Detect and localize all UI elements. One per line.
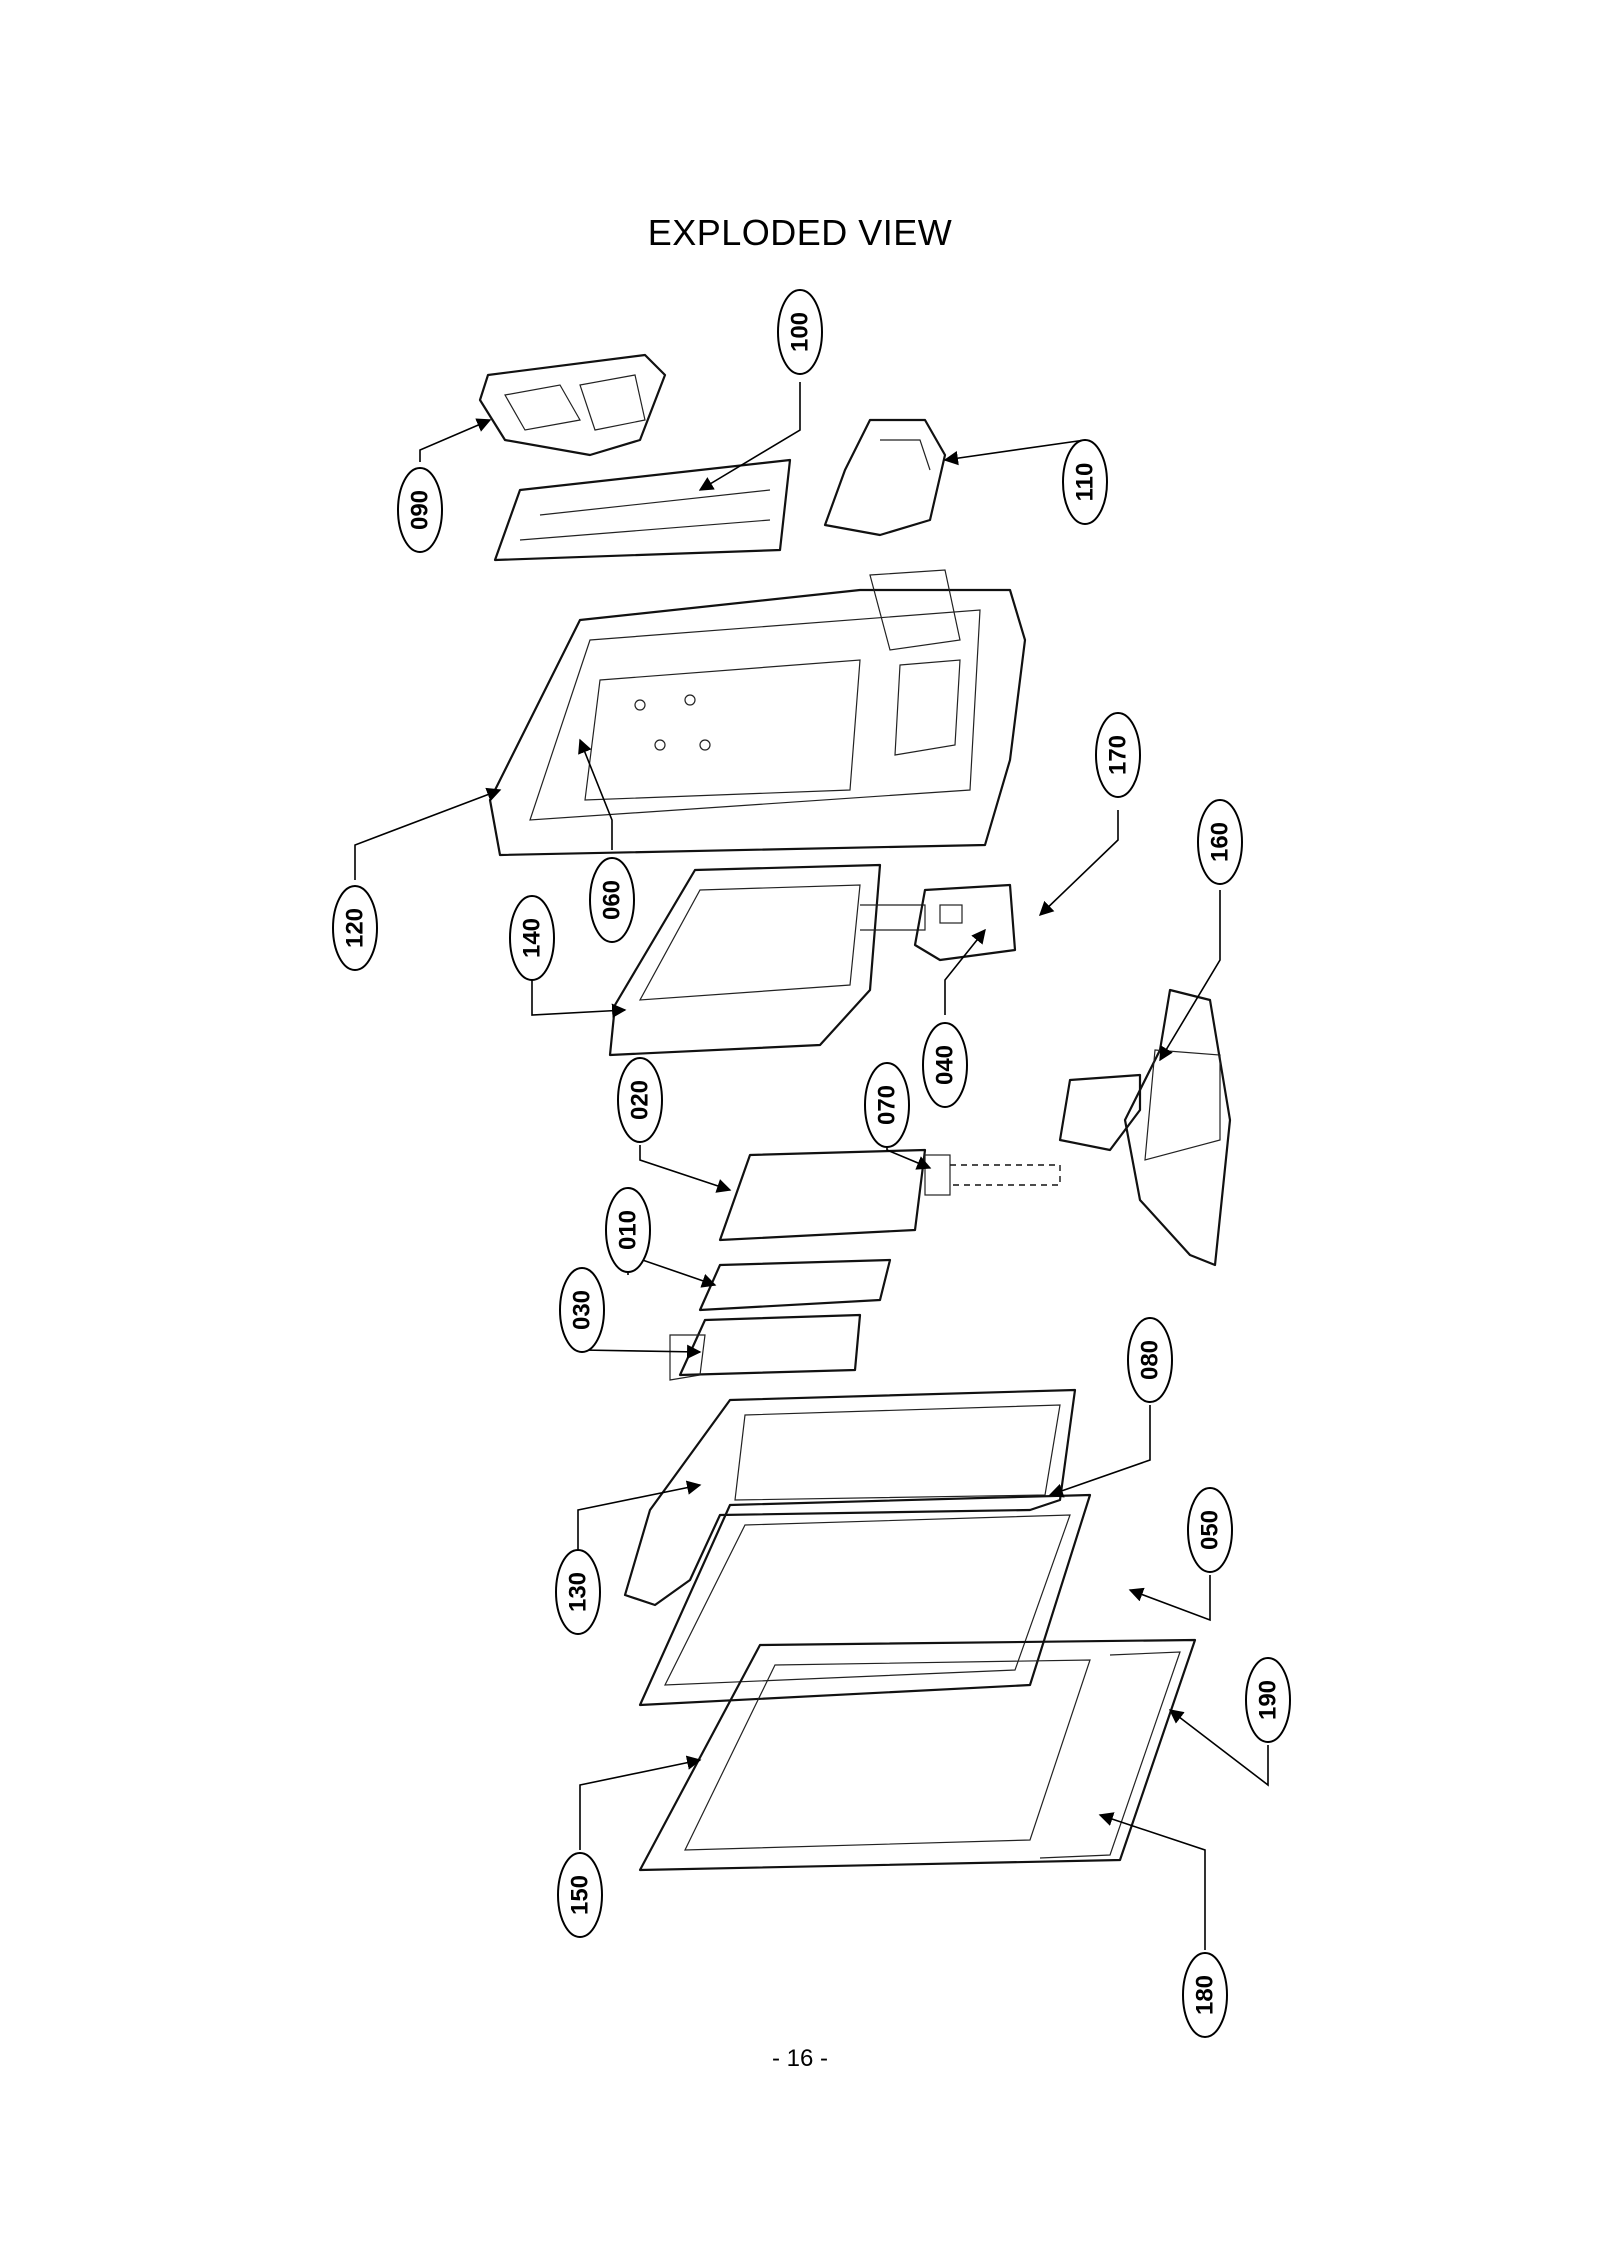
callout-110: 110: [1062, 439, 1108, 525]
callout-bubble: [605, 1187, 651, 1273]
callout-010: 010: [605, 1187, 651, 1273]
callout-number: 020: [627, 1080, 654, 1120]
callout-bubble: [555, 1549, 601, 1635]
callout-bubble: [864, 1062, 910, 1148]
part-140-shield: [608, 863, 926, 1057]
callout-number: 030: [569, 1290, 596, 1330]
callout-bubble: [1095, 712, 1141, 798]
page-title: EXPLODED VIEW: [647, 212, 953, 253]
callout-bubble: [1187, 1487, 1233, 1573]
callout-number: 170: [1105, 735, 1132, 775]
callout-160: 160: [1197, 799, 1243, 885]
callout-100: 100: [777, 289, 823, 375]
callout-number: 180: [1192, 1975, 1219, 2015]
callout-number: 090: [407, 490, 434, 530]
part-080-lcd-panel: [638, 1493, 1092, 1707]
part-160-stand: [1058, 988, 1232, 1267]
callout-number: 010: [615, 1210, 642, 1250]
callout-number: 120: [342, 908, 369, 948]
callout-number: 040: [932, 1045, 959, 1085]
callout-150: 150: [557, 1852, 603, 1938]
callout-number: 190: [1255, 1680, 1282, 1720]
callout-number: 160: [1207, 822, 1234, 862]
part-110-side-cover: [823, 418, 947, 537]
part-150-front-bezel: [638, 1638, 1197, 1872]
callout-number: 060: [599, 880, 626, 920]
callout-number: 130: [565, 1572, 592, 1612]
part-130-chassis: [623, 1388, 1077, 1607]
part-120-back-cover: [488, 569, 1027, 857]
callout-bubble: [589, 857, 635, 943]
callout-layer: 090 100 110 120 060 140 170 160 040 020 070 010 030 0…: [332, 289, 1291, 2038]
callout-030: 030: [559, 1267, 605, 1353]
callout-bubble: [1245, 1657, 1291, 1743]
callout-bubble: [1127, 1317, 1173, 1403]
part-090-rear-cover: [478, 353, 667, 457]
callout-180: 180: [1182, 1952, 1228, 2038]
callout-190: 190: [1245, 1657, 1291, 1743]
callout-090: 090: [397, 467, 443, 553]
callout-bubble: [557, 1852, 603, 1938]
leader-lines: [354, 382, 1269, 1950]
callout-bubble: [1182, 1952, 1228, 2038]
callout-060: 060: [589, 857, 635, 943]
callout-040: 040: [922, 1022, 968, 1108]
part-170-board: [913, 883, 1017, 962]
callout-bubble: [1062, 439, 1108, 525]
part-030-board: [669, 1313, 862, 1381]
callout-bubble: [1197, 799, 1243, 885]
callout-number: 140: [519, 918, 546, 958]
callout-bubble: [922, 1022, 968, 1108]
callout-130: 130: [555, 1549, 601, 1635]
callout-bubble: [509, 895, 555, 981]
callout-080: 080: [1127, 1317, 1173, 1403]
callout-020: 020: [617, 1057, 663, 1143]
callout-bubble: [397, 467, 443, 553]
callout-070: 070: [864, 1062, 910, 1148]
part-010-board: [698, 1258, 892, 1312]
callout-number: 070: [874, 1085, 901, 1125]
callout-number: 150: [567, 1875, 594, 1915]
callout-bubble: [777, 289, 823, 375]
callout-120: 120: [332, 885, 378, 971]
callout-bubble: [559, 1267, 605, 1353]
callout-050: 050: [1187, 1487, 1233, 1573]
part-020-main-board: [718, 1148, 1061, 1242]
callout-bubble: [332, 885, 378, 971]
callout-number: 110: [1072, 463, 1099, 502]
page-number: - 16 -: [771, 2045, 828, 2072]
callout-bubble: [617, 1057, 663, 1143]
callout-170: 170: [1095, 712, 1141, 798]
callout-number: 050: [1197, 1510, 1224, 1550]
callout-number: 100: [787, 312, 814, 352]
callout-140: 140: [509, 895, 555, 981]
part-100-top-cover: [493, 458, 792, 562]
callout-number: 080: [1137, 1340, 1164, 1380]
